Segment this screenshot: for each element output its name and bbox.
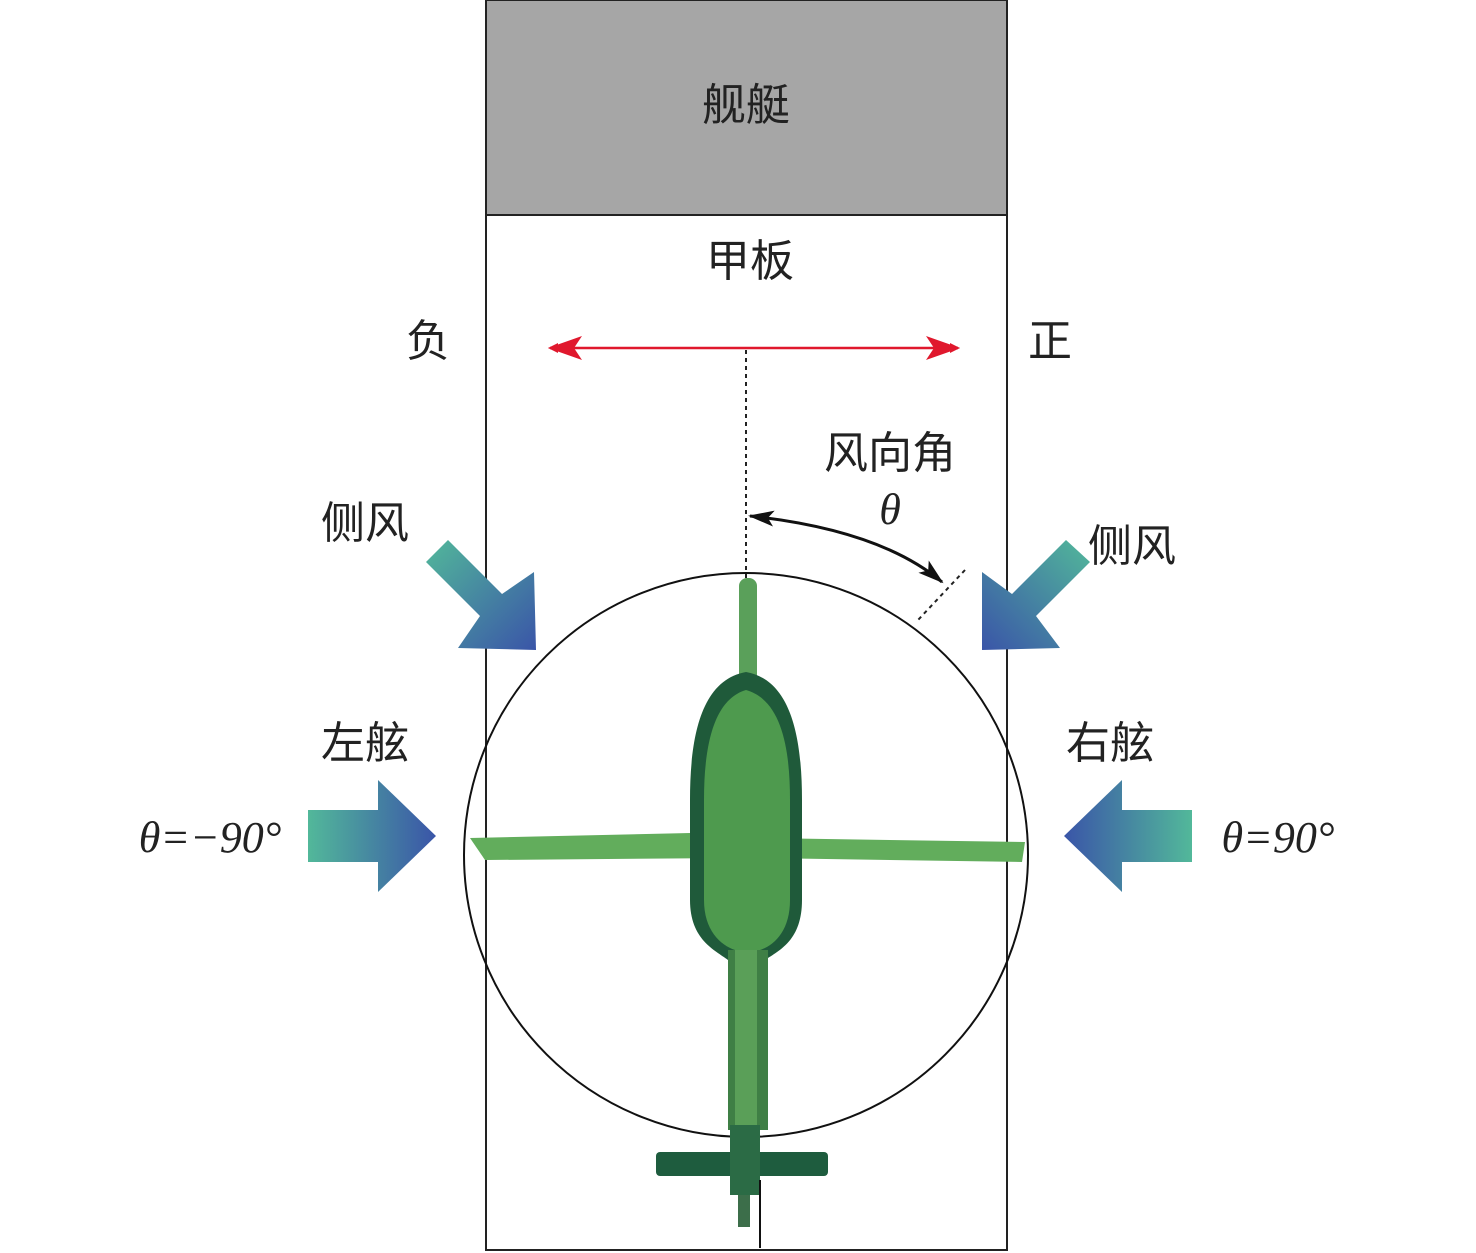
negative-label: 负 <box>406 316 450 367</box>
theta-plus-90-label: θ=90° <box>1222 813 1335 862</box>
wind-direction-dashed-line <box>917 569 966 621</box>
crosswind-left-label: 侧风 <box>321 498 409 549</box>
theta-label: θ <box>879 485 901 534</box>
crosswind-left-arrow <box>426 540 536 650</box>
ship-block <box>485 0 1008 216</box>
helicopter-icon <box>470 578 1025 1248</box>
crosswind-right-arrow <box>982 540 1090 650</box>
deck-label: 甲板 <box>706 236 794 287</box>
wind-angle-label: 风向角 <box>824 428 956 479</box>
starboard-label: 右舷 <box>1066 718 1154 769</box>
ship-label: 舰艇 <box>702 80 790 131</box>
starboard-wind-arrow <box>1064 780 1192 892</box>
theta-minus-90-label: θ=−90° <box>139 813 282 862</box>
port-wind-arrow <box>308 780 436 892</box>
crosswind-right-label: 侧风 <box>1088 521 1176 572</box>
angle-arc-arrow <box>748 510 944 584</box>
positive-label: 正 <box>1028 316 1072 367</box>
port-label: 左舷 <box>321 718 409 769</box>
